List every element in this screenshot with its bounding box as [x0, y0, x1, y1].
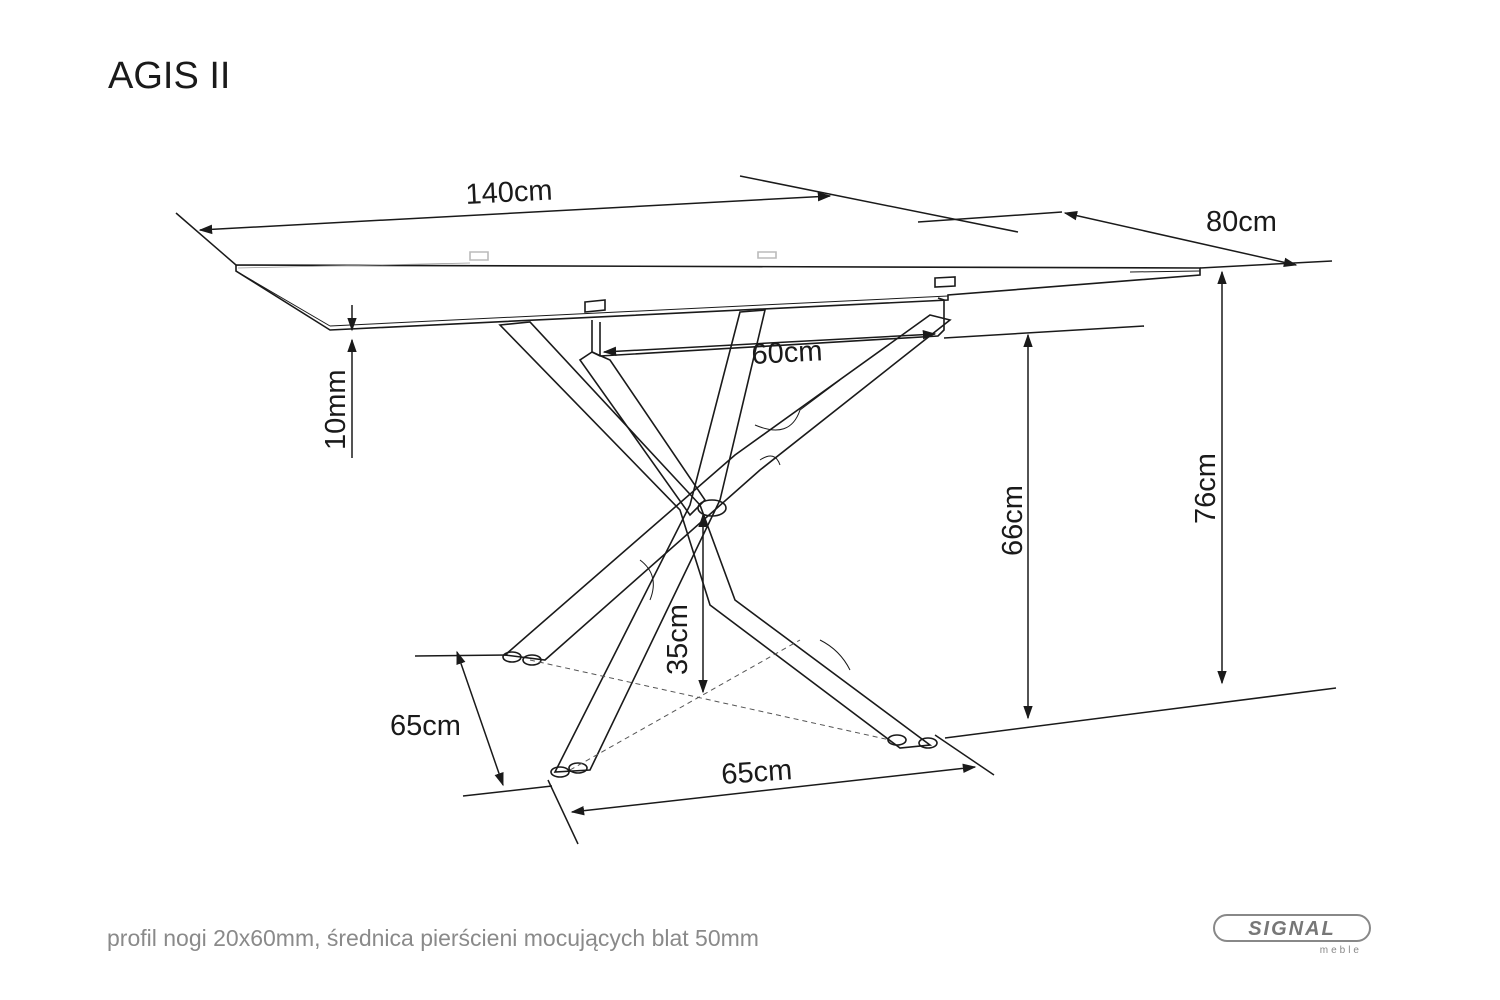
- brand-logo: SIGNAL meble: [1213, 914, 1371, 956]
- floor-footprint: [529, 639, 891, 771]
- label-cross-height: 35cm: [662, 604, 694, 675]
- label-frame-span: 60cm: [751, 335, 823, 371]
- product-title: AGIS II: [108, 55, 231, 97]
- table-legs: [498, 309, 952, 778]
- label-top-thickness: 10mm: [320, 369, 352, 450]
- footer-note: profil nogi 20x60mm, średnica pierścieni…: [107, 925, 759, 951]
- label-depth: 80cm: [1206, 206, 1277, 238]
- label-base-width: 65cm: [720, 754, 793, 791]
- label-base-depth: 65cm: [390, 710, 461, 742]
- table-top: [235, 262, 1201, 331]
- brand-sub: meble: [1320, 945, 1362, 956]
- label-leg-height: 66cm: [997, 485, 1029, 556]
- label-total-height: 76cm: [1190, 453, 1222, 524]
- dimension-lines: [175, 175, 1337, 845]
- brand-name: SIGNAL: [1248, 918, 1336, 940]
- label-length: 140cm: [465, 174, 554, 211]
